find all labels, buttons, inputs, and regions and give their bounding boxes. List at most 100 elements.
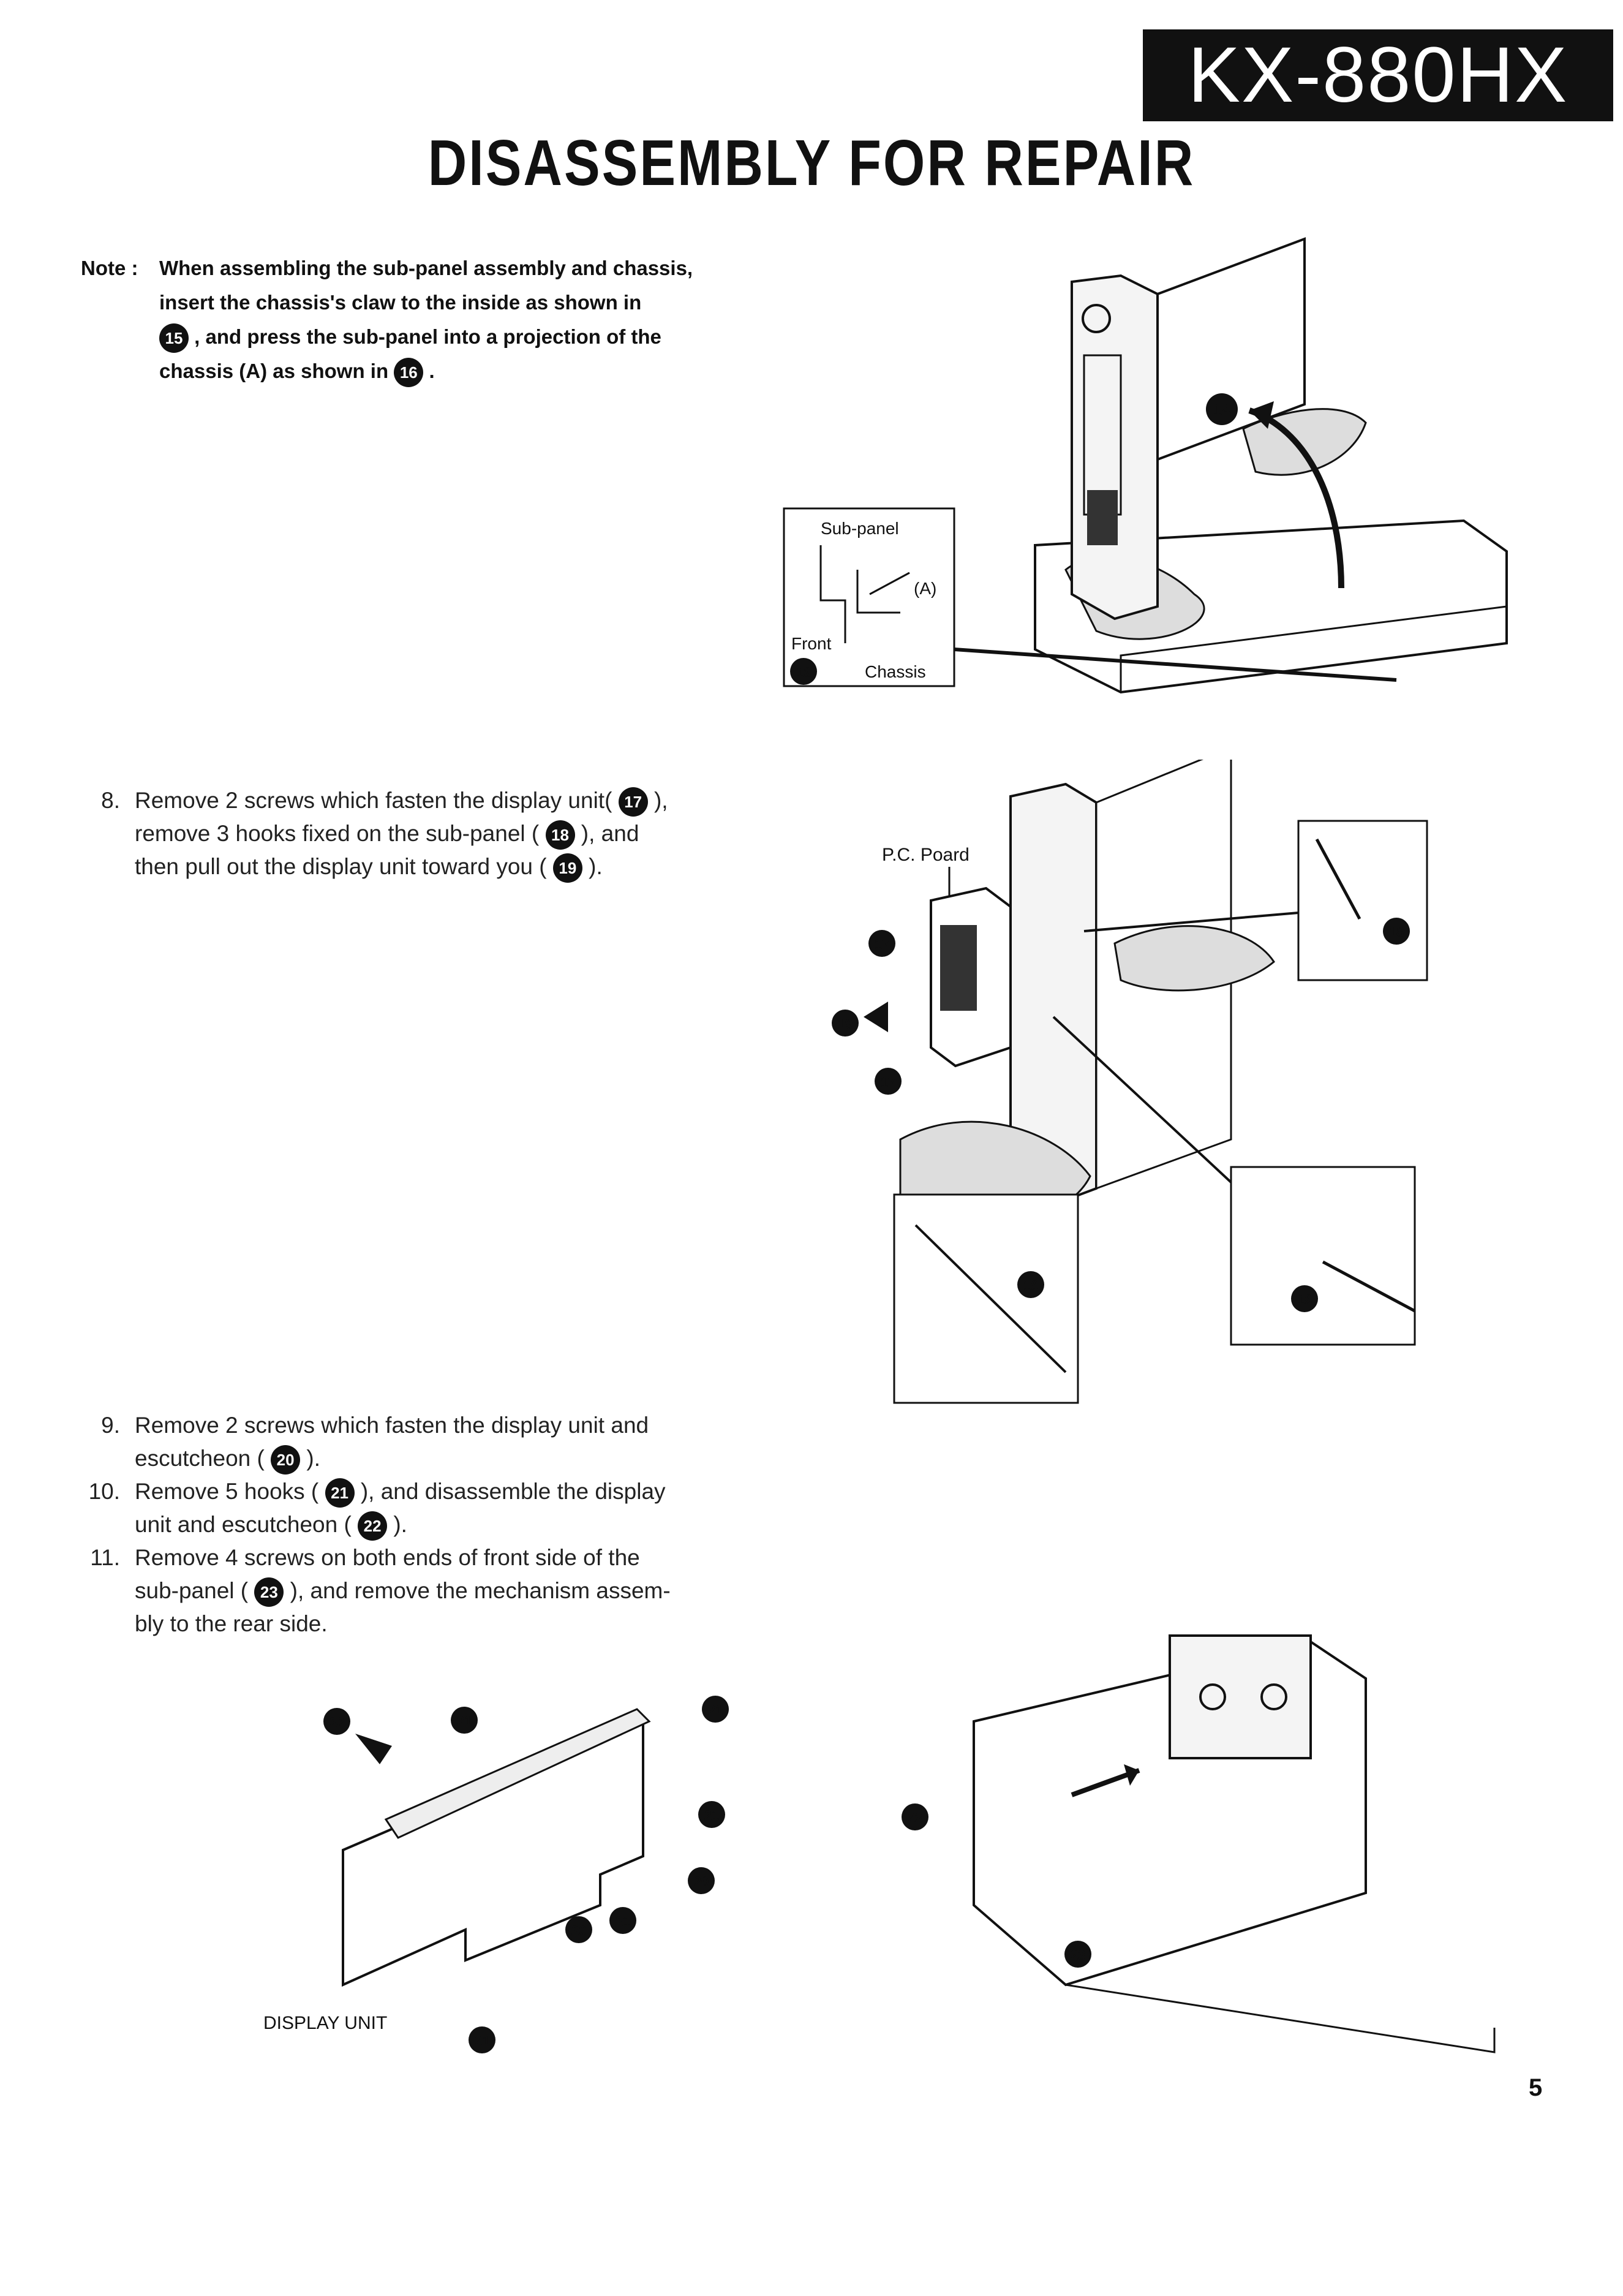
step-line: Remove 2 screws which fasten the display… xyxy=(135,1413,649,1438)
ref-badge xyxy=(702,1696,729,1723)
display-unit-label: DISPLAY UNIT xyxy=(263,2013,387,2033)
step-text: Remove 5 hooks ( 21 ), and disassemble t… xyxy=(135,1475,666,1541)
tool-shape xyxy=(1315,838,1361,920)
cloth-shape xyxy=(1113,925,1275,992)
ref-badge-label: 19 xyxy=(838,1016,853,1032)
inset-pointer xyxy=(869,572,910,595)
ref-badge-label: 20 xyxy=(694,1874,709,1889)
display-board-outline xyxy=(342,1719,644,1987)
note-line-1: When assembling the sub-panel assembly a… xyxy=(159,257,693,279)
ref-badge-label: 17 xyxy=(875,937,889,952)
step-line: sub-panel ( xyxy=(135,1578,249,1603)
ref-badge-label: 17 xyxy=(881,1074,895,1090)
step-number: 9. xyxy=(101,1413,120,1438)
note-line-3: 15 , and press the sub-panel into a proj… xyxy=(159,320,747,354)
ref-badge-label: 22 xyxy=(329,1715,344,1730)
ref-badge: 17 xyxy=(618,787,648,817)
tool-shape xyxy=(914,1224,1067,1373)
ref-badge xyxy=(1291,1285,1318,1312)
inset-leader-line xyxy=(1083,912,1299,932)
ref-badge xyxy=(469,2026,495,2053)
step-line-end: ), and disassemble the display xyxy=(360,1479,666,1504)
step-line: remove 3 hooks fixed on the sub-panel ( xyxy=(135,821,540,846)
step-line: unit and escutcheon ( xyxy=(135,1512,352,1537)
chassis-edge xyxy=(1120,605,1507,692)
note-label: Note : xyxy=(81,257,138,279)
escutcheon-outline xyxy=(384,1708,651,1839)
ref-badge xyxy=(790,658,817,685)
inset-panel-line xyxy=(819,545,846,643)
inset-box xyxy=(1297,820,1428,981)
ref-badge xyxy=(1383,918,1410,945)
model-banner: KX-880HX xyxy=(1143,29,1613,121)
step-line: Remove 4 screws on both ends of front si… xyxy=(135,1545,640,1570)
ref-badge: 18 xyxy=(545,820,575,850)
pc-board-label: P.C. Poard xyxy=(882,845,970,865)
ref-badge xyxy=(565,1916,592,1943)
lift-arrow-head xyxy=(1249,401,1274,429)
step-text: Remove 2 screws which fasten the display… xyxy=(135,1409,649,1475)
ref-badge-label: 21 xyxy=(704,1808,719,1823)
ref-badge-label: 14 xyxy=(1213,401,1231,419)
inset-leader-line xyxy=(1052,1016,1232,1184)
inset-label-a: (A) xyxy=(914,579,936,598)
step-line: Remove 2 screws which fasten the display… xyxy=(135,788,612,813)
ref-badge-label: 16 xyxy=(796,665,811,680)
note-line-4-end: . xyxy=(429,360,435,382)
ref-badge-label: 18 xyxy=(1023,1278,1038,1293)
ref-badge: 22 xyxy=(358,1511,388,1541)
ref-badge: 15 xyxy=(159,323,189,353)
inset-box xyxy=(893,1193,1079,1404)
ref-badge xyxy=(1017,1271,1044,1298)
ref-badge-label: 18 xyxy=(1389,924,1404,940)
note-line-2: insert the chassis's claw to the inside … xyxy=(159,291,642,314)
note-line-4-text: chassis (A) as shown in xyxy=(159,360,389,382)
step-line: then pull out the display unit toward yo… xyxy=(135,854,547,879)
ref-badge-label: 20 xyxy=(571,1923,586,1938)
note-text: When assembling the sub-panel assembly a… xyxy=(159,251,747,388)
ref-badge-label: 21 xyxy=(457,1713,472,1729)
ref-badge: 23 xyxy=(254,1577,284,1607)
step-number: 8. xyxy=(101,788,120,813)
mechanism-block xyxy=(1169,1634,1312,1759)
inset-chassis-line xyxy=(856,570,900,614)
ref-badge xyxy=(875,1068,902,1095)
inset-label-chassis: Chassis xyxy=(865,662,926,681)
ref-badge-label: 21 xyxy=(616,1914,630,1929)
ref-badge xyxy=(698,1801,725,1828)
step-line-end: ). xyxy=(306,1446,321,1471)
ref-badge xyxy=(451,1707,478,1734)
inset-label-subpanel: Sub-panel xyxy=(821,519,899,538)
display-lcd xyxy=(1087,490,1118,545)
ref-badge xyxy=(323,1708,350,1735)
step-line: Remove 5 hooks ( xyxy=(135,1479,319,1504)
reel-hub xyxy=(1260,1683,1287,1710)
tool-shape xyxy=(1322,1260,1416,1313)
figure-display-removal: P.C. Poard 17 19 17 18 18 18 xyxy=(832,760,1428,1404)
ref-badge: 16 xyxy=(394,358,424,388)
ref-badge xyxy=(688,1867,715,1894)
note-line-4: chassis (A) as shown in 16 . xyxy=(159,354,747,388)
ref-badge: 19 xyxy=(552,853,582,883)
lift-arrow-line xyxy=(1248,407,1344,589)
ref-badge xyxy=(902,1803,928,1830)
step-line: bly to the rear side. xyxy=(135,1611,328,1636)
ref-badge: 21 xyxy=(325,1478,355,1508)
ref-badge xyxy=(868,930,895,957)
figure-display-escutcheon: 22 21 21 21 20 20 21 21 DISPLAY UNIT xyxy=(263,1696,729,2053)
step-line-end: ), xyxy=(653,788,668,813)
page-number: 5 xyxy=(1529,2074,1543,2101)
inset-box xyxy=(1230,1166,1416,1346)
step-number: 11. xyxy=(90,1545,120,1570)
inset-box xyxy=(783,507,955,687)
pull-arrow xyxy=(864,1002,888,1032)
ref-badge xyxy=(1064,1941,1091,1968)
ref-badge xyxy=(832,1010,859,1037)
step-line: escutcheon ( xyxy=(135,1446,265,1471)
knob xyxy=(1082,304,1111,333)
ref-badge-label: 23 xyxy=(1071,1947,1085,1963)
remove-arrow-head xyxy=(1124,1764,1139,1786)
step-text: Remove 2 screws which fasten the display… xyxy=(135,784,668,883)
display-lcd xyxy=(940,925,977,1011)
figure-subpanel-chassis: 14 Sub-panel (A) Front 16 Chassis xyxy=(783,237,1508,694)
